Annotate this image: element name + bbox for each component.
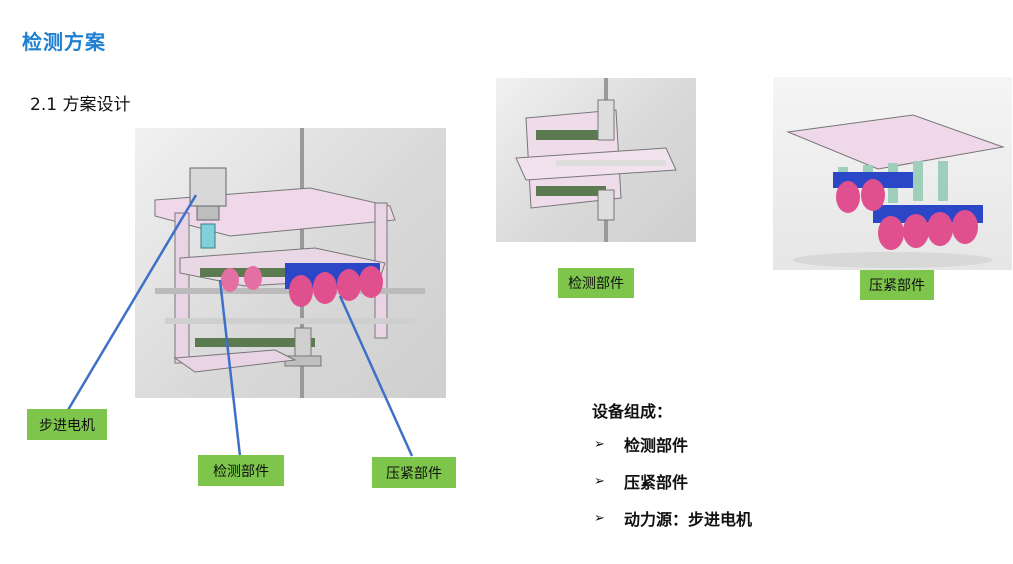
pressing-part-label: 压紧部件 (860, 270, 934, 300)
composition-item-label: 压紧部件 (624, 473, 689, 492)
page-title: 检测方案 (22, 30, 106, 54)
callout-press: 压紧部件 (372, 457, 456, 488)
composition-item-label: 动力源：步进电机 (624, 510, 753, 529)
section-subtitle: 2.1 方案设计 (30, 95, 131, 115)
composition-item-press: ➢ 压紧部件 (594, 469, 688, 493)
arrow-bullet-icon: ➢ (594, 473, 605, 489)
detection-part-label: 检测部件 (558, 268, 634, 298)
arrow-bullet-icon: ➢ (594, 436, 605, 452)
pressing-part-image (773, 77, 1012, 270)
arrow-bullet-icon: ➢ (594, 510, 605, 526)
detection-part-image (496, 78, 696, 242)
composition-item-power: ➢ 动力源：步进电机 (594, 506, 752, 530)
composition-title: 设备组成： (592, 402, 673, 421)
callout-motor: 步进电机 (27, 409, 107, 440)
composition-item-detect: ➢ 检测部件 (594, 432, 688, 456)
callout-detect: 检测部件 (198, 455, 284, 486)
composition-item-label: 检测部件 (624, 436, 689, 455)
main-assembly-image (135, 128, 446, 398)
